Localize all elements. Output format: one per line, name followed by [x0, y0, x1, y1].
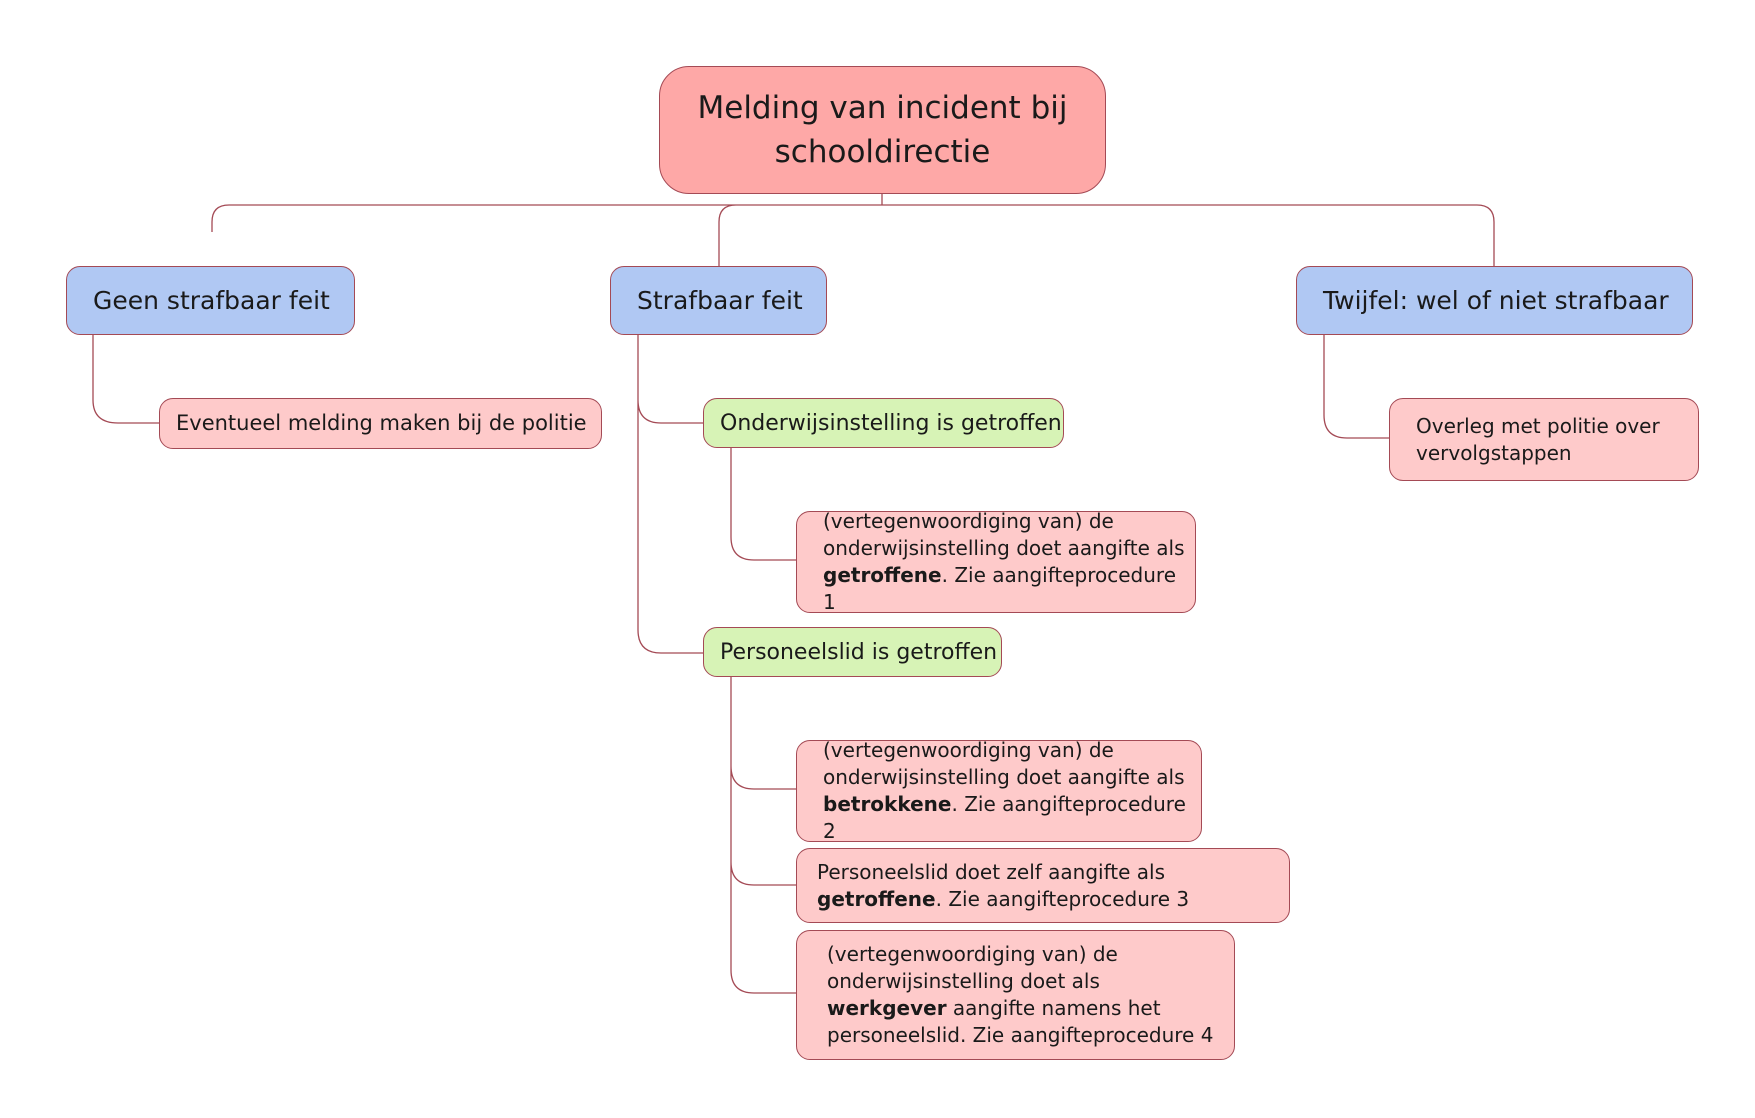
connector-strafbaar-children	[637, 335, 703, 654]
leaf-eventueel-label: Eventueel melding maken bij de politie	[176, 411, 587, 435]
leaf-3-text: Personeelslid doet zelf aangifte als get…	[817, 859, 1190, 911]
leaf-3-bold: getroffene	[817, 886, 936, 911]
node-strafbaar-feit[interactable]: Strafbaar feit	[610, 266, 827, 335]
node-geen-label: Geen strafbaar feit	[93, 286, 330, 315]
leaf-aangifteprocedure-2[interactable]: (vertegenwoordiging van) de onderwijsins…	[796, 738, 1202, 843]
leaf-overleg-politie[interactable]: Overleg met politie over vervolgstappen	[1389, 398, 1699, 481]
connector-personeel-leaves	[730, 677, 796, 994]
leaf-4-bold: werkgever	[827, 996, 947, 1020]
leaf-4-text: (vertegenwoordiging van) de onderwijsins…	[827, 942, 1214, 1047]
leaf-aangifteprocedure-1[interactable]: (vertegenwoordiging van) de onderwijsins…	[796, 509, 1196, 614]
leaf-1-bold: getroffene	[823, 563, 942, 587]
leaf-2-bold: betrokkene	[823, 792, 952, 816]
node-onderwijs-label: Onderwijsinstelling is getroffen	[720, 410, 1062, 436]
node-geen-strafbaar-feit[interactable]: Geen strafbaar feit	[66, 266, 355, 335]
node-onderwijsinstelling-getroffen[interactable]: Onderwijsinstelling is getroffen	[703, 398, 1064, 448]
leaf-eventueel-melding[interactable]: Eventueel melding maken bij de politie	[159, 398, 602, 449]
node-strafbaar-label: Strafbaar feit	[637, 286, 803, 315]
node-twijfel-label: Twijfel: wel of niet strafbaar	[1323, 286, 1669, 315]
connector-onderwijs-leaf	[730, 448, 796, 561]
connector-geen-leaf	[92, 335, 160, 424]
root-node[interactable]: Melding van incident bij schooldirectie	[659, 66, 1106, 194]
leaf-aangifteprocedure-3[interactable]: Personeelslid doet zelf aangifte als get…	[796, 848, 1290, 923]
leaf-aangifteprocedure-4[interactable]: (vertegenwoordiging van) de onderwijsins…	[796, 930, 1235, 1060]
node-personeelslid-getroffen[interactable]: Personeelslid is getroffen	[703, 627, 1002, 677]
leaf-overleg-label: Overleg met politie over vervolgstappen	[1416, 413, 1660, 465]
root-label: Melding van incident bij schooldirectie	[697, 90, 1068, 170]
connector-root-bus	[211, 194, 1495, 266]
node-personeel-label: Personeelslid is getroffen	[720, 639, 998, 665]
leaf-1-text: (vertegenwoordiging van) de onderwijsins…	[823, 509, 1185, 614]
leaf-2-text: (vertegenwoordiging van) de onderwijsins…	[823, 738, 1186, 843]
connector-twijfel-leaf	[1323, 335, 1389, 439]
node-twijfel[interactable]: Twijfel: wel of niet strafbaar	[1296, 266, 1693, 335]
